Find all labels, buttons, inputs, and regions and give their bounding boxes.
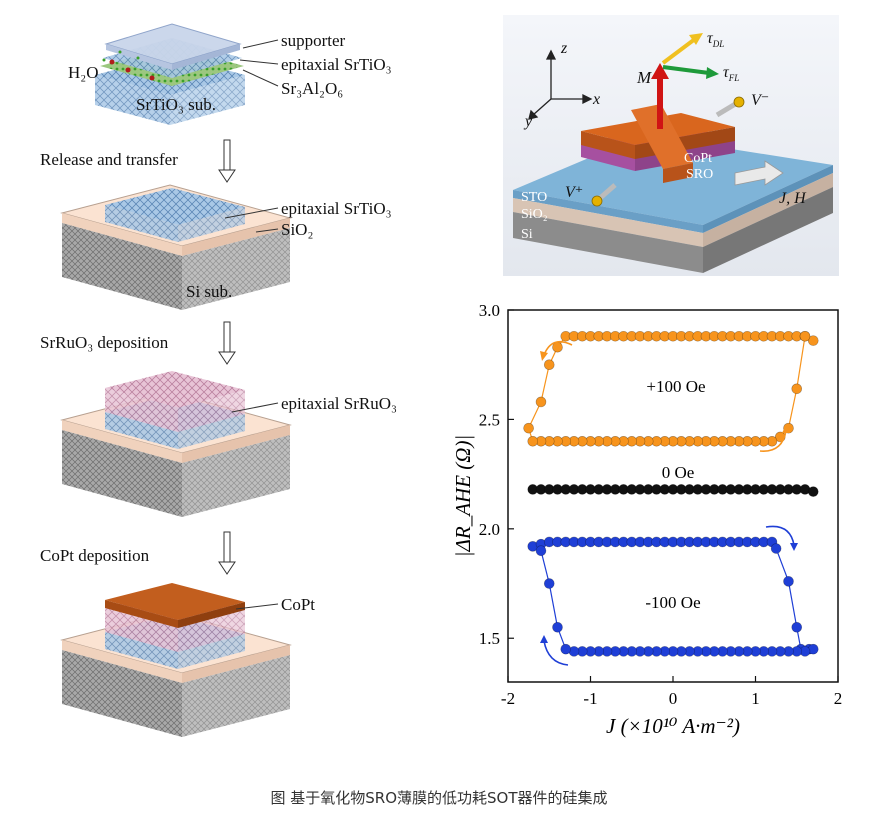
y-tick-label: 2.0	[479, 520, 500, 539]
hysteresis-chart: 1.5 2.0 2.5 3.0 -2 -1 0 1 2 +100 Oe 0 Oe -100 O…	[451, 301, 843, 738]
down-arrow-icon	[218, 321, 236, 365]
magnetization-arrow-icon	[657, 77, 663, 129]
current-arrow-icon	[734, 160, 784, 186]
tau-fl-arrow-icon	[662, 65, 710, 75]
leader-line	[239, 59, 279, 65]
data-point	[770, 543, 782, 554]
copt-device-label: CoPt	[684, 151, 713, 166]
figure-caption: 图 基于氧化物SRO薄膜的低功耗SOT器件的硅集成	[270, 789, 608, 807]
copt-label: CoPt	[281, 595, 316, 614]
v-plus-label: V⁺	[565, 184, 584, 201]
sio2-label: SiO₂	[281, 220, 314, 239]
jh-label: J, H	[779, 190, 806, 207]
data-point	[523, 422, 534, 434]
loop-direction-arrows	[540, 340, 798, 666]
x-tick-label: -2	[501, 689, 515, 708]
data-point	[791, 621, 803, 633]
tau-dl-label: τDL	[707, 30, 725, 50]
coordinate-axes	[528, 49, 593, 120]
axis-z-label: z	[561, 40, 568, 57]
leader-line	[255, 228, 279, 233]
leader-line	[242, 39, 279, 49]
water-label: H₂O	[68, 63, 99, 82]
leader-line	[224, 207, 279, 219]
annotation-minus-100: -100 Oe	[645, 593, 700, 612]
data-point	[807, 335, 819, 346]
step2-stack	[60, 184, 292, 310]
tau-fl-label: τFL	[723, 64, 740, 84]
x-tick-label: 1	[751, 689, 760, 708]
data-point	[543, 359, 555, 371]
down-arrow-icon	[218, 139, 236, 183]
copt-deposition-label: CoPt deposition	[40, 546, 150, 565]
electrode-minus	[715, 100, 739, 118]
data-point	[799, 330, 811, 342]
y-axis-label: |ΔR_AHE (Ω)|	[451, 435, 475, 557]
epitaxial-sro-label: epitaxial SrRuO₃	[281, 394, 397, 413]
supporter-label: supporter	[281, 31, 346, 50]
step1-stack	[95, 23, 279, 125]
y-tick-label: 1.5	[479, 629, 500, 648]
leader-line	[231, 402, 279, 413]
sro-device-label: SRO	[686, 167, 714, 182]
sro-deposition-label: SrRuO₃ deposition	[40, 333, 169, 352]
y-tick-label: 3.0	[479, 301, 500, 320]
annotation-zero: 0 Oe	[662, 463, 695, 482]
x-tick-label: 0	[669, 689, 678, 708]
epitaxial-sto-label: epitaxial SrTiO₃	[281, 55, 392, 74]
step3-stack	[60, 371, 292, 517]
data-point	[543, 578, 555, 589]
y-tick-label: 2.5	[479, 410, 500, 429]
data-point	[535, 545, 547, 557]
data-point	[552, 621, 563, 633]
x-tick-label: -1	[583, 689, 597, 708]
electrode-plus	[597, 183, 617, 201]
down-arrow-icon	[218, 531, 236, 575]
si-substrate-label: Si sub.	[186, 282, 233, 301]
sot-device-diagram	[513, 33, 833, 273]
sto-substrate-label: SrTiO₃ sub.	[136, 95, 216, 114]
data-point	[791, 383, 803, 395]
data-point	[527, 435, 539, 447]
sao-label: Sr₃Al₂O₆	[281, 79, 344, 98]
tau-dl-arrow-icon	[661, 37, 697, 65]
leader-line	[235, 603, 279, 610]
data-point	[807, 486, 819, 497]
data-point	[560, 643, 572, 655]
sto-device-label: STO	[521, 190, 548, 205]
epitaxial-sto-label-2: epitaxial SrTiO₃	[281, 199, 392, 218]
sio2-device-label: SiO₂	[521, 207, 548, 222]
leader-line	[242, 69, 279, 87]
si-device-label: Si	[521, 227, 533, 242]
release-transfer-label: Release and transfer	[40, 150, 178, 169]
step4-stack	[60, 583, 292, 737]
axis-y-label: y	[525, 113, 533, 130]
axis-x-label: x	[593, 91, 601, 108]
data-point	[535, 396, 547, 408]
moment-label: M	[637, 68, 652, 87]
fabrication-flow-diagram	[60, 23, 292, 737]
x-tick-label: 2	[834, 689, 843, 708]
annotation-plus-100: +100 Oe	[646, 377, 705, 396]
device-schematic-panel: z x y M τDL τFL V⁻ V⁺ CoPt SRO STO SiO₂ …	[503, 15, 839, 276]
v-minus-label: V⁻	[751, 92, 770, 109]
x-axis-label: J (×10¹⁰ A·m⁻²)	[606, 714, 740, 738]
copt-layer	[105, 583, 245, 620]
data-point	[783, 576, 794, 587]
